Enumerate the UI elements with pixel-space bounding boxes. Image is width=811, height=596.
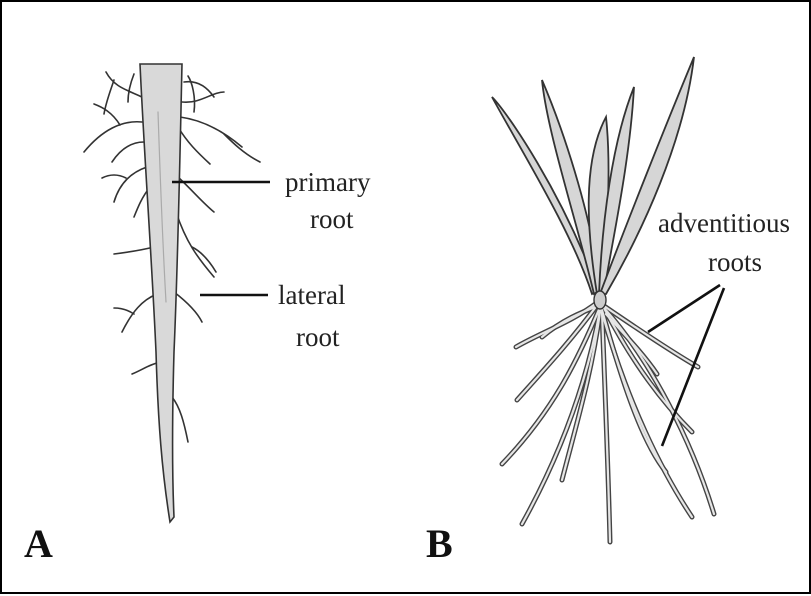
primary-root-label-line2: root	[310, 204, 354, 234]
panel-b-fibrous: adventitious roots B	[426, 57, 790, 566]
primary-root-label-line1: primary	[285, 167, 371, 197]
lateral-root-label-line1: lateral	[278, 280, 345, 310]
primary-root-shape	[140, 64, 182, 522]
adventitious-pointer-lower	[662, 288, 724, 446]
plant-crown	[594, 291, 606, 309]
panel-b-letter: B	[426, 521, 453, 566]
panel-a-taproot: primary root lateral root A	[24, 64, 371, 566]
lateral-roots-right	[172, 76, 260, 442]
panel-a-letter: A	[24, 521, 53, 566]
adventitious-label-line2: roots	[708, 247, 762, 277]
adventitious-label-line1: adventitious	[658, 208, 790, 238]
lateral-root-label-line2: root	[296, 322, 340, 352]
leaves	[492, 57, 694, 294]
